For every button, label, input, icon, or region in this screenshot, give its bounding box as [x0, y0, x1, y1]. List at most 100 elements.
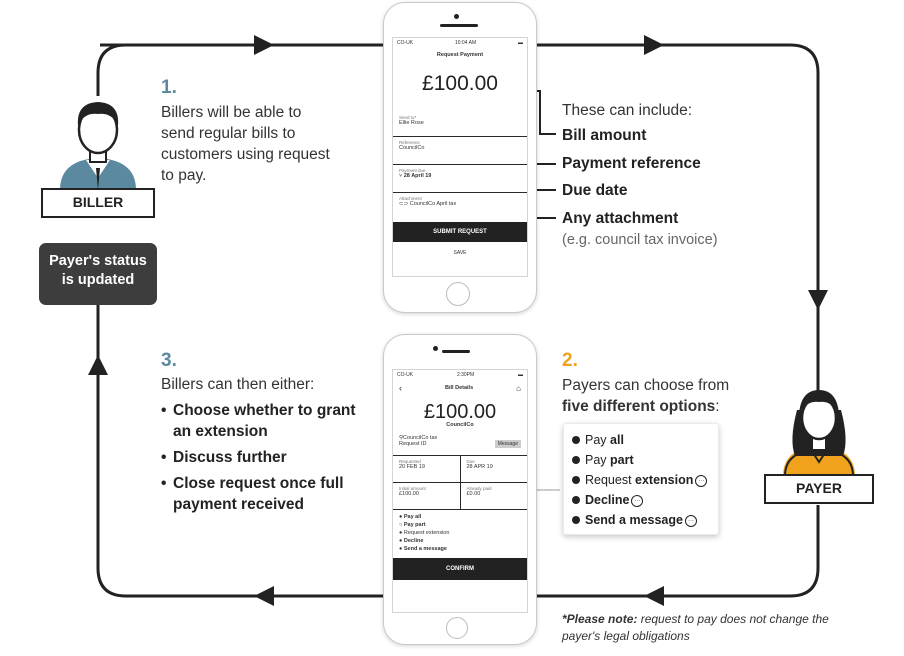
field-value: £0.00: [466, 491, 481, 497]
field-label: Attachment: [399, 196, 422, 201]
home-button[interactable]: [446, 282, 470, 306]
arrow-left-bottom-left: [254, 586, 274, 606]
bullet-icon: [572, 516, 580, 524]
loop-bottom-line: [96, 300, 820, 598]
mini-option[interactable]: ○ Pay part: [399, 522, 426, 528]
time-text: 2:30PM: [456, 372, 475, 378]
includes-intro: These can include:: [562, 102, 693, 119]
step3-bullets: •Choose whether to grant an extension •D…: [161, 400, 361, 520]
option-bold-text: extension: [635, 473, 694, 487]
phone-camera: [454, 14, 459, 19]
status-bar: CO-UK 2:30PM ▬: [393, 370, 527, 382]
request-id: Request ID: [399, 441, 427, 447]
screen-title: Bill Details: [445, 385, 474, 391]
step2-intro-bold-line: five different options:: [562, 396, 720, 417]
amounts-row: Initial amount £100.00 Already paid £0.0…: [393, 483, 527, 510]
battery-icon: ▬: [517, 40, 523, 46]
home-icon[interactable]: ⌂: [516, 383, 521, 393]
bullet-icon: [572, 476, 580, 484]
field-value: 28 APR 19: [466, 464, 493, 470]
arrow-up-left: [88, 355, 108, 375]
carrier-text: CO-UK: [397, 40, 414, 46]
mini-option[interactable]: ● Send a message: [399, 546, 447, 552]
step2-number: 2.: [562, 350, 578, 371]
dates-row: Requested 20 FEB 19 Due 28 APR 19: [393, 456, 527, 483]
field-value: 28 April 19: [403, 173, 432, 179]
step1-text: Billers will be able to send regular bil…: [161, 104, 330, 184]
time-text: 10:04 AM: [454, 40, 477, 46]
mini-option[interactable]: ● Decline: [399, 538, 424, 544]
loop-corner-line: [96, 43, 127, 96]
step3-intro: Billers can then either:: [161, 376, 315, 393]
phone-camera: [433, 346, 438, 351]
phone-speaker: [440, 24, 478, 27]
field-label: Requested: [399, 459, 421, 464]
option-text: Pay: [585, 433, 611, 447]
home-button[interactable]: [446, 617, 468, 639]
mini-option[interactable]: ● Pay all: [399, 514, 422, 520]
field-label: Reference: [399, 140, 420, 145]
save-link[interactable]: SAVE: [453, 250, 467, 256]
phone-bottom-screen: CO-UK 2:30PM ▬ ‹ Bill Details ⌂ £100.00 …: [392, 369, 528, 613]
arrow-right-top-left: [254, 35, 274, 55]
step2-intro: Payers can choose from: [562, 377, 730, 394]
submit-request-button[interactable]: SUBMIT REQUEST: [393, 222, 527, 242]
step3-bullet: •Close request once full payment receive…: [161, 475, 344, 513]
paperclip-icon: ⊂⊃: [399, 201, 410, 207]
chat-bubble-icon: ···: [631, 494, 644, 507]
chat-bubble-icon: ···: [695, 474, 708, 487]
legal-note: *Please note: request to pay does not ch…: [562, 611, 862, 645]
option-bold-text: all: [610, 433, 624, 447]
phone-bill-details: CO-UK 2:30PM ▬ ‹ Bill Details ⌂ £100.00 …: [383, 334, 537, 645]
chevron-down-icon: ˅: [399, 173, 404, 179]
battery-icon: ▬: [517, 372, 523, 378]
send-to-field[interactable]: Send to* Ellie Rose: [393, 112, 527, 137]
field-label: Payment due: [399, 168, 426, 173]
biller-row: ⚲CouncilCo tax Request ID Message: [393, 435, 527, 456]
bullet-icon: [572, 496, 580, 504]
include-bill-amount: Bill amount: [562, 127, 647, 144]
field-value: CouncilCo April tax: [409, 201, 457, 207]
option-bold-text: Decline: [585, 493, 630, 507]
field-label: Send to*: [399, 115, 417, 120]
chat-bubble-icon: ···: [684, 514, 697, 527]
confirm-button[interactable]: CONFIRM: [393, 558, 527, 580]
amount-display: £100.00: [422, 72, 498, 95]
payer-option: Pay part: [572, 450, 710, 470]
field-label: Due: [466, 459, 475, 464]
include-example: (e.g. council tax invoice): [562, 232, 718, 248]
message-button[interactable]: Message: [494, 440, 521, 448]
phone-request-payment: CO-UK 10:04 AM ▬ Request Payment £100.00…: [383, 2, 537, 313]
reference-field[interactable]: Reference CouncilCo: [393, 137, 527, 165]
mini-options-list: ● Pay all ○ Pay part ● Request extension…: [393, 510, 527, 558]
payer-person-icon: [783, 390, 855, 476]
bullet-icon: [572, 456, 580, 464]
payer-status-updated: Payer's status is updated: [39, 243, 157, 305]
legal-note-text: request to pay does not change the payer…: [562, 612, 829, 643]
field-label: Already paid: [466, 486, 492, 491]
step1-number: 1.: [161, 77, 177, 98]
field-value: £100.00: [399, 491, 419, 497]
include-payment-reference: Payment reference: [562, 155, 701, 172]
include-any-attachment: Any attachment: [562, 210, 679, 227]
attachment-field[interactable]: Attachment ⊂⊃ CouncilCo April tax: [393, 193, 527, 222]
bullet-icon: [572, 436, 580, 444]
carrier-text: CO-UK: [397, 372, 414, 378]
payer-option: Pay all: [572, 430, 710, 450]
mini-option[interactable]: ● Request extension: [399, 530, 450, 536]
phone-top-screen: CO-UK 10:04 AM ▬ Request Payment £100.00…: [392, 37, 528, 277]
option-text: Pay: [585, 453, 611, 467]
status-bar: CO-UK 10:04 AM ▬: [393, 38, 527, 50]
field-label: Initial amount: [399, 486, 426, 491]
field-value: Ellie Rose: [399, 120, 424, 126]
payer-option: Request extension···: [572, 470, 710, 490]
due-date-field[interactable]: Payment due ˅ 28 April 19: [393, 165, 527, 193]
arrow-right-top-right: [644, 35, 664, 55]
step2-intro-bold: five different options: [562, 398, 716, 415]
amount-display: £100.00: [423, 401, 497, 423]
field-value: 20 FEB 19: [399, 464, 425, 470]
back-icon[interactable]: ‹: [399, 383, 402, 393]
payer-option: Decline···: [572, 490, 710, 510]
field-value: CouncilCo: [399, 145, 425, 151]
